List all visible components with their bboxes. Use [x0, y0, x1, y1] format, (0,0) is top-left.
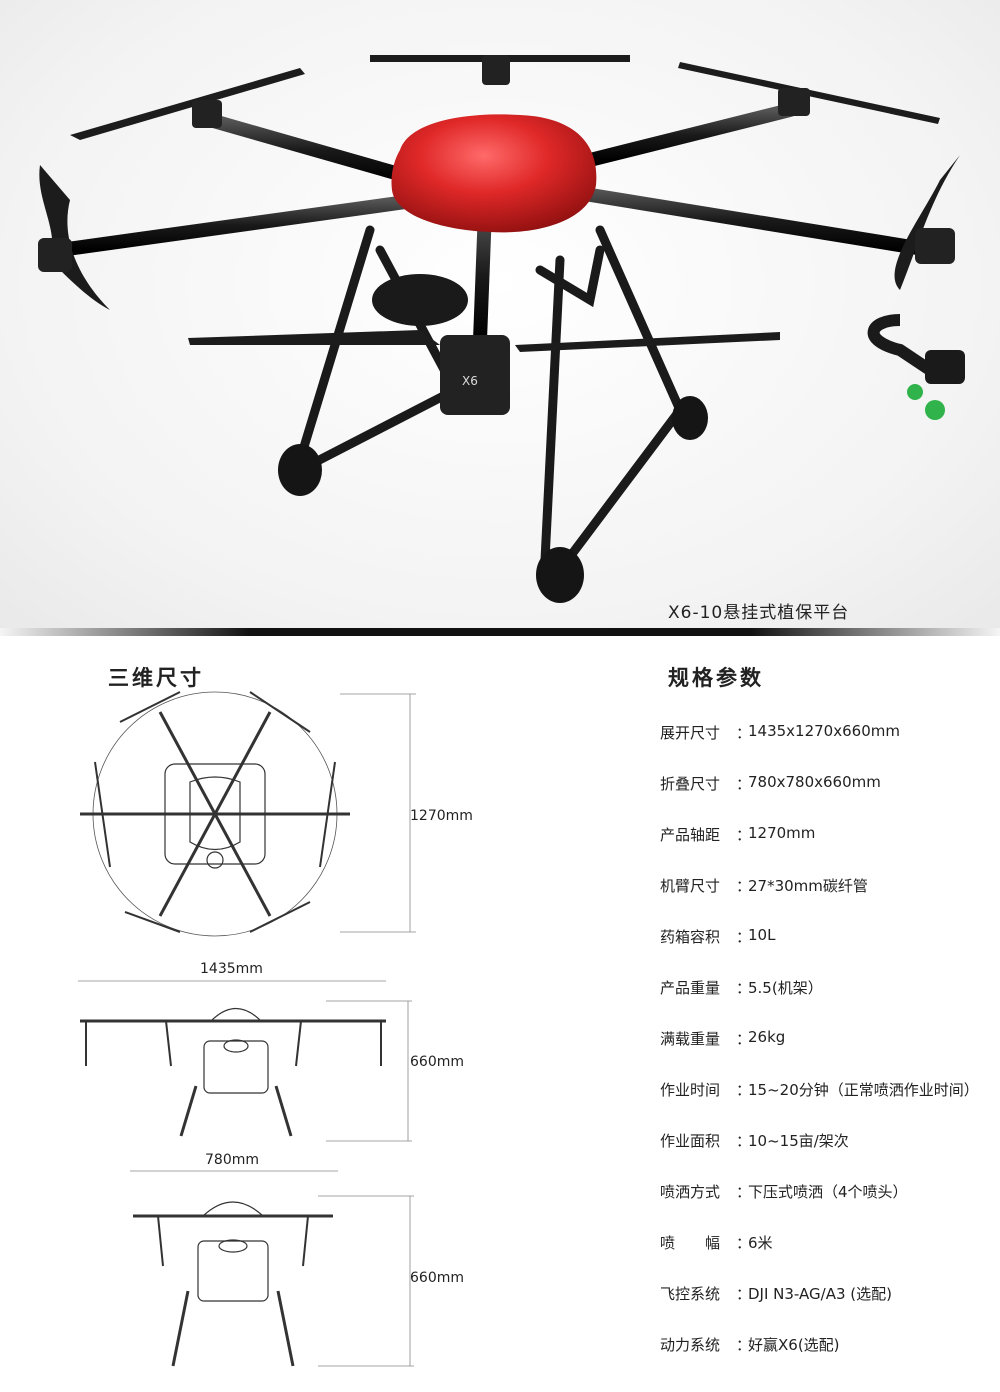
spec-label: 作业面积: [660, 1132, 721, 1150]
spec-separator: ：: [736, 775, 752, 793]
motor-marking: X6: [462, 374, 478, 388]
folded-view-height-label: 660mm: [410, 1270, 464, 1286]
spec-separator: ：: [736, 979, 752, 997]
spec-row-full-load: 满载重量 ：26kg: [660, 1028, 1000, 1079]
motors: [38, 55, 955, 415]
spec-row-arm-size: 机臂尺寸 ： 27*30mm碳纤管: [660, 875, 1000, 926]
spec-separator: ：: [736, 1285, 752, 1303]
spec-value: 27*30mm碳纤管: [748, 877, 868, 895]
spec-label: 产品轴距: [660, 826, 721, 844]
front-view-drawing: [78, 980, 412, 1142]
spec-value: DJI N3-AG/A3 (选配): [748, 1285, 892, 1303]
spec-value: 1270mm: [748, 824, 816, 842]
spec-label: 喷 幅: [660, 1234, 721, 1252]
spec-value: 5.5(机架）: [748, 979, 823, 997]
spec-value: 26kg: [748, 1028, 786, 1046]
dimensions-title: 三维尺寸: [108, 666, 204, 690]
folded-view-width-label: 780mm: [205, 1152, 259, 1168]
spec-row-spray-width: 喷 幅 ： 6米: [660, 1232, 1000, 1283]
spec-row-spray-method: 喷洒方式 ：下压式喷洒（4个喷头）: [660, 1181, 1000, 1232]
spec-separator: ：: [736, 1132, 752, 1150]
folded-view-drawing: [130, 1170, 414, 1367]
spec-label: 动力系统: [660, 1336, 721, 1354]
spec-value: 10L: [748, 926, 776, 944]
spec-value: 780x780x660mm: [748, 773, 881, 791]
spec-label: 药箱容积: [660, 928, 721, 946]
section-divider: [0, 628, 1000, 636]
spec-label: 折叠尺寸: [660, 775, 721, 793]
drone-illustration: X6: [38, 55, 965, 603]
spec-label: 喷洒方式: [660, 1183, 721, 1201]
spec-label: 展开尺寸: [660, 724, 721, 742]
spec-row-wheelbase: 产品轴距 ：1270mm: [660, 824, 1000, 875]
landing-gear: [295, 225, 685, 575]
spec-value: 15~20分钟（正常喷洒作业时间）: [748, 1081, 979, 1099]
spec-row-unfolded-size: 展开尺寸 ：1435x1270x660mm: [660, 722, 1000, 773]
spec-row-flight-controller: 飞控系统 ：DJI N3-AG/A3 (选配): [660, 1283, 1000, 1334]
spec-row-work-time: 作业时间 ：15~20分钟（正常喷洒作业时间）: [660, 1079, 1000, 1130]
spec-separator: ：: [736, 724, 752, 742]
spec-label: 作业时间: [660, 1081, 721, 1099]
spec-value: 好赢X6(选配): [748, 1336, 840, 1354]
spray-nozzle: [867, 314, 965, 420]
spec-separator: ：: [736, 928, 752, 946]
specs-title: 规格参数: [668, 666, 764, 690]
spec-row-tank-capacity: 药箱容积 ：10L: [660, 926, 1000, 977]
spec-label: 飞控系统: [660, 1285, 721, 1303]
spec-label: 满载重量: [660, 1030, 721, 1048]
spec-separator: ：: [736, 1081, 752, 1099]
spec-row-folded-size: 折叠尺寸 ：780x780x660mm: [660, 773, 1000, 824]
front-view-width-label: 1435mm: [200, 961, 263, 977]
spec-separator: ：: [736, 1336, 752, 1354]
spec-list: 展开尺寸：1435x1270x660mm 折叠尺寸：780x780x660mm …: [660, 722, 1000, 1385]
spec-row-work-area: 作业面积 ：10~15亩/架次: [660, 1130, 1000, 1181]
tank: [372, 274, 468, 326]
spec-separator: ：: [736, 1030, 752, 1048]
spec-value: 10~15亩/架次: [748, 1132, 849, 1150]
spec-value: 1435x1270x660mm: [748, 722, 900, 740]
spec-separator: ：: [736, 1183, 752, 1201]
landing-skids: [278, 396, 708, 603]
spec-row-weight: 产品重量 ：5.5(机架）: [660, 977, 1000, 1028]
product-photo: X6 X6-10悬挂式植保平台: [0, 0, 1000, 630]
spec-label: 产品重量: [660, 979, 721, 997]
top-view-size-label: 1270mm: [410, 808, 473, 824]
spec-row-power-system: 动力系统 ：好赢X6(选配): [660, 1334, 1000, 1385]
spec-value: 下压式喷洒（4个喷头）: [748, 1183, 908, 1201]
front-view-height-label: 660mm: [410, 1054, 464, 1070]
spec-separator: ：: [736, 877, 752, 895]
spec-value: 6米: [748, 1234, 773, 1252]
canopy: [391, 114, 597, 233]
product-caption: X6-10悬挂式植保平台: [668, 603, 850, 623]
spec-label: 机臂尺寸: [660, 877, 721, 895]
top-view-drawing: [80, 691, 416, 937]
spec-separator: ：: [736, 826, 752, 844]
spec-separator: ：: [736, 1234, 752, 1252]
